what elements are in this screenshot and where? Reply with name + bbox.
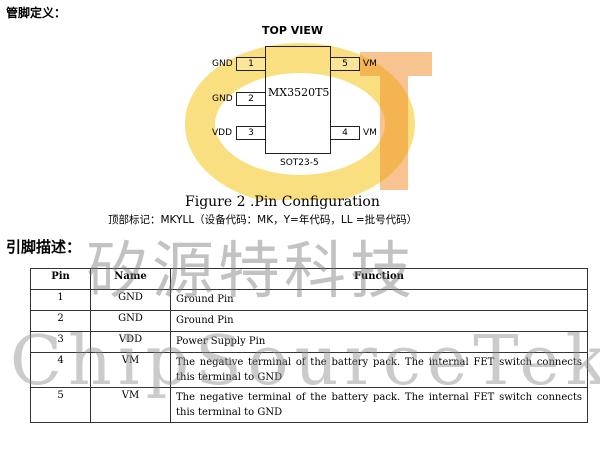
cell-function: The negative terminal of the battery pac… (170, 387, 588, 423)
chip-part-number: MX3520T5 (268, 86, 330, 99)
pin-2-number: 2 (236, 92, 266, 106)
pin-5-name: VM (363, 59, 377, 69)
package-label: SOT23-5 (280, 158, 319, 168)
pin-5-number: 5 (330, 57, 360, 71)
logo-t-shape (360, 52, 432, 190)
pin-4-name: VM (363, 128, 377, 138)
table-row: 3 VDD Power Supply Pin (30, 331, 588, 353)
top-view-label: TOP VIEW (262, 24, 323, 37)
pin-description-heading: 引脚描述： (6, 238, 82, 256)
cell-function: The negative terminal of the battery pac… (170, 352, 588, 388)
company-logo-icon (185, 43, 432, 200)
pin-configuration-diagram: TOP VIEW MX3520T5 GND 1 GND 2 VDD 3 5 VM… (108, 24, 432, 226)
watermark-chinese: 矽源特科技 (86, 234, 417, 307)
pin-2-name: GND (212, 94, 233, 104)
pin-4-number: 4 (330, 126, 360, 140)
pin-description-table: Pin Name Function 1 GND Ground Pin 2 GND… (30, 268, 588, 423)
pin-definition-heading: 管脚定义： (6, 6, 67, 20)
pin-3-number: 3 (236, 126, 266, 140)
chip-body (265, 46, 331, 154)
pin-1-name: GND (212, 59, 233, 69)
table-row: 1 GND Ground Pin (30, 289, 588, 311)
watermark-english: ChipSourceTek (10, 322, 600, 401)
pin-3-name: VDD (212, 128, 233, 138)
pin-1-number: 1 (236, 57, 266, 71)
cell-pin: 5 (30, 387, 91, 423)
figure-caption: Figure 2 .Pin Configuration (185, 194, 380, 210)
header-pin: Pin (30, 268, 91, 290)
top-marking-note: 顶部标记：MKYLL（设备代码：MK，Y=年代码，LL =批号代码） (108, 214, 418, 226)
cell-pin: 1 (30, 289, 91, 311)
table-row: 5 VM The negative terminal of the batter… (30, 387, 588, 423)
table-row: 4 VM The negative terminal of the batter… (30, 352, 588, 388)
cell-name: VM (90, 387, 171, 423)
